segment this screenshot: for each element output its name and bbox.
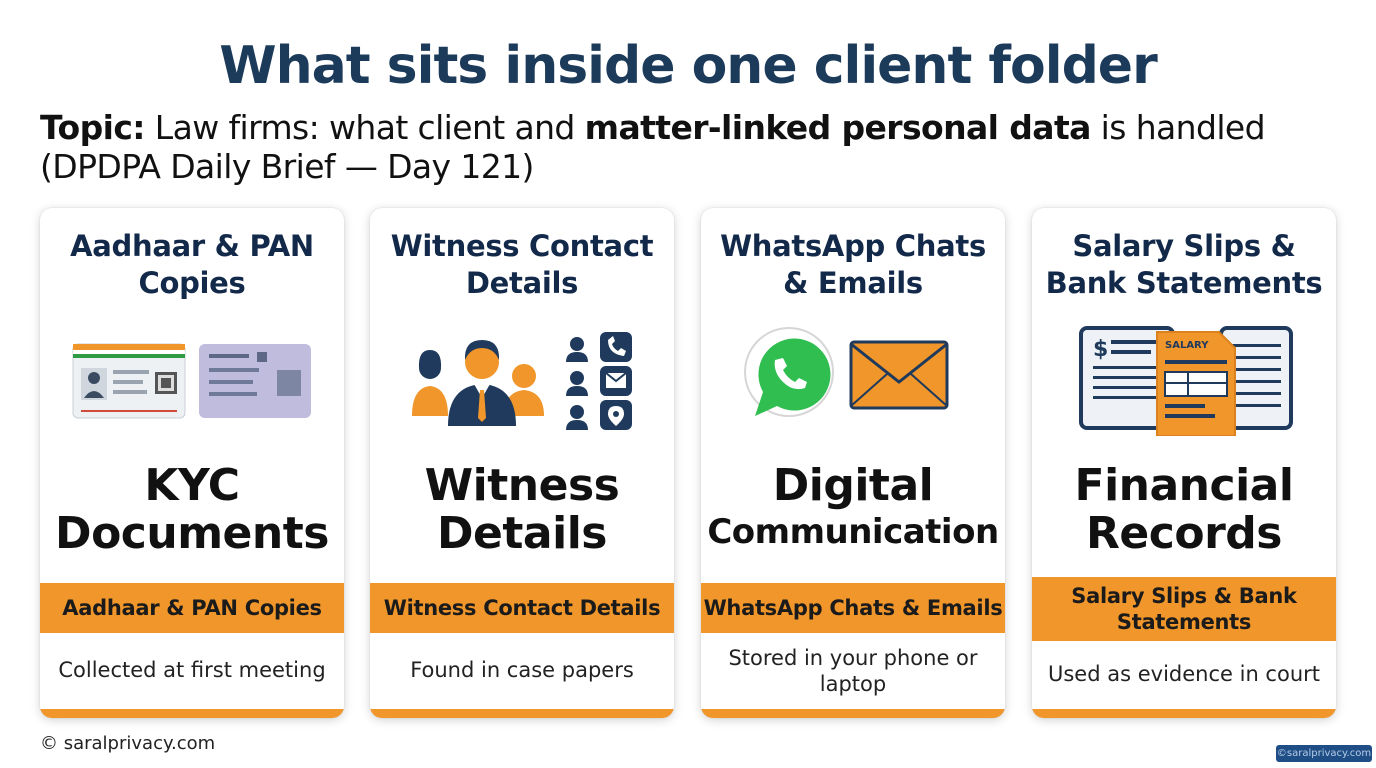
card-heading: Salary Slips & Bank Statements bbox=[1045, 229, 1323, 300]
topic-bold: matter-linked personal data bbox=[584, 108, 1092, 147]
card-title: Financial Records bbox=[1074, 460, 1294, 559]
card-subtitle: Used as evidence in court bbox=[1048, 662, 1320, 686]
whatsapp-email-icon bbox=[701, 326, 1005, 446]
topic-label: Topic: bbox=[40, 108, 146, 147]
card-subtitle: Stored in your phone or laptop bbox=[728, 646, 978, 696]
topic-line-2: (DPDPA Daily Brief — Day 121) bbox=[40, 147, 534, 186]
card-financial-records: Salary Slips & Bank Statements $ SALARY bbox=[1032, 208, 1336, 718]
card-band: Aadhaar & PAN Copies bbox=[40, 583, 344, 633]
card-heading: Aadhaar & PAN Copies bbox=[70, 229, 314, 300]
card-subtitle: Found in case papers bbox=[410, 658, 634, 682]
card-title: Digital Communication bbox=[707, 460, 999, 553]
card-title: KYC Documents bbox=[55, 460, 329, 559]
card-heading: WhatsApp Chats & Emails bbox=[720, 229, 986, 300]
card-bottom-bar bbox=[701, 709, 1005, 718]
topic-text-1: Law firms: what client and bbox=[144, 108, 585, 147]
card-bottom-bar bbox=[40, 709, 344, 718]
page-title: What sits inside one client folder bbox=[219, 36, 1157, 96]
card-witness-details: Witness Contact Details bbox=[370, 208, 674, 718]
card-band: WhatsApp Chats & Emails bbox=[701, 583, 1005, 633]
card-band: Witness Contact Details bbox=[370, 583, 674, 633]
topic-text-2: is handled bbox=[1090, 108, 1266, 147]
card-heading: Witness Contact Details bbox=[390, 229, 654, 300]
watermark-badge: ©saralprivacy.com bbox=[1276, 745, 1372, 762]
card-title: Witness Details bbox=[424, 460, 620, 559]
id-cards-icon bbox=[40, 326, 344, 446]
topic-text: Topic: Law firms: what client and matter… bbox=[40, 108, 1340, 186]
card-digital-communication: WhatsApp Chats & Emails Digital Communic… bbox=[701, 208, 1005, 718]
card-subtitle: Collected at first meeting bbox=[58, 658, 326, 682]
card-kyc-documents: Aadhaar & PAN Copies bbox=[40, 208, 344, 718]
card-band: Salary Slips & Bank Statements bbox=[1032, 577, 1336, 641]
copyright-text: © saralprivacy.com bbox=[40, 733, 216, 754]
financial-documents-icon: $ SALARY bbox=[1032, 320, 1336, 440]
people-contacts-icon bbox=[370, 326, 674, 446]
card-bottom-bar bbox=[370, 709, 674, 718]
card-bottom-bar bbox=[1032, 709, 1336, 718]
svg-text:$: $ bbox=[1093, 337, 1108, 362]
salary-label: SALARY bbox=[1165, 340, 1209, 351]
